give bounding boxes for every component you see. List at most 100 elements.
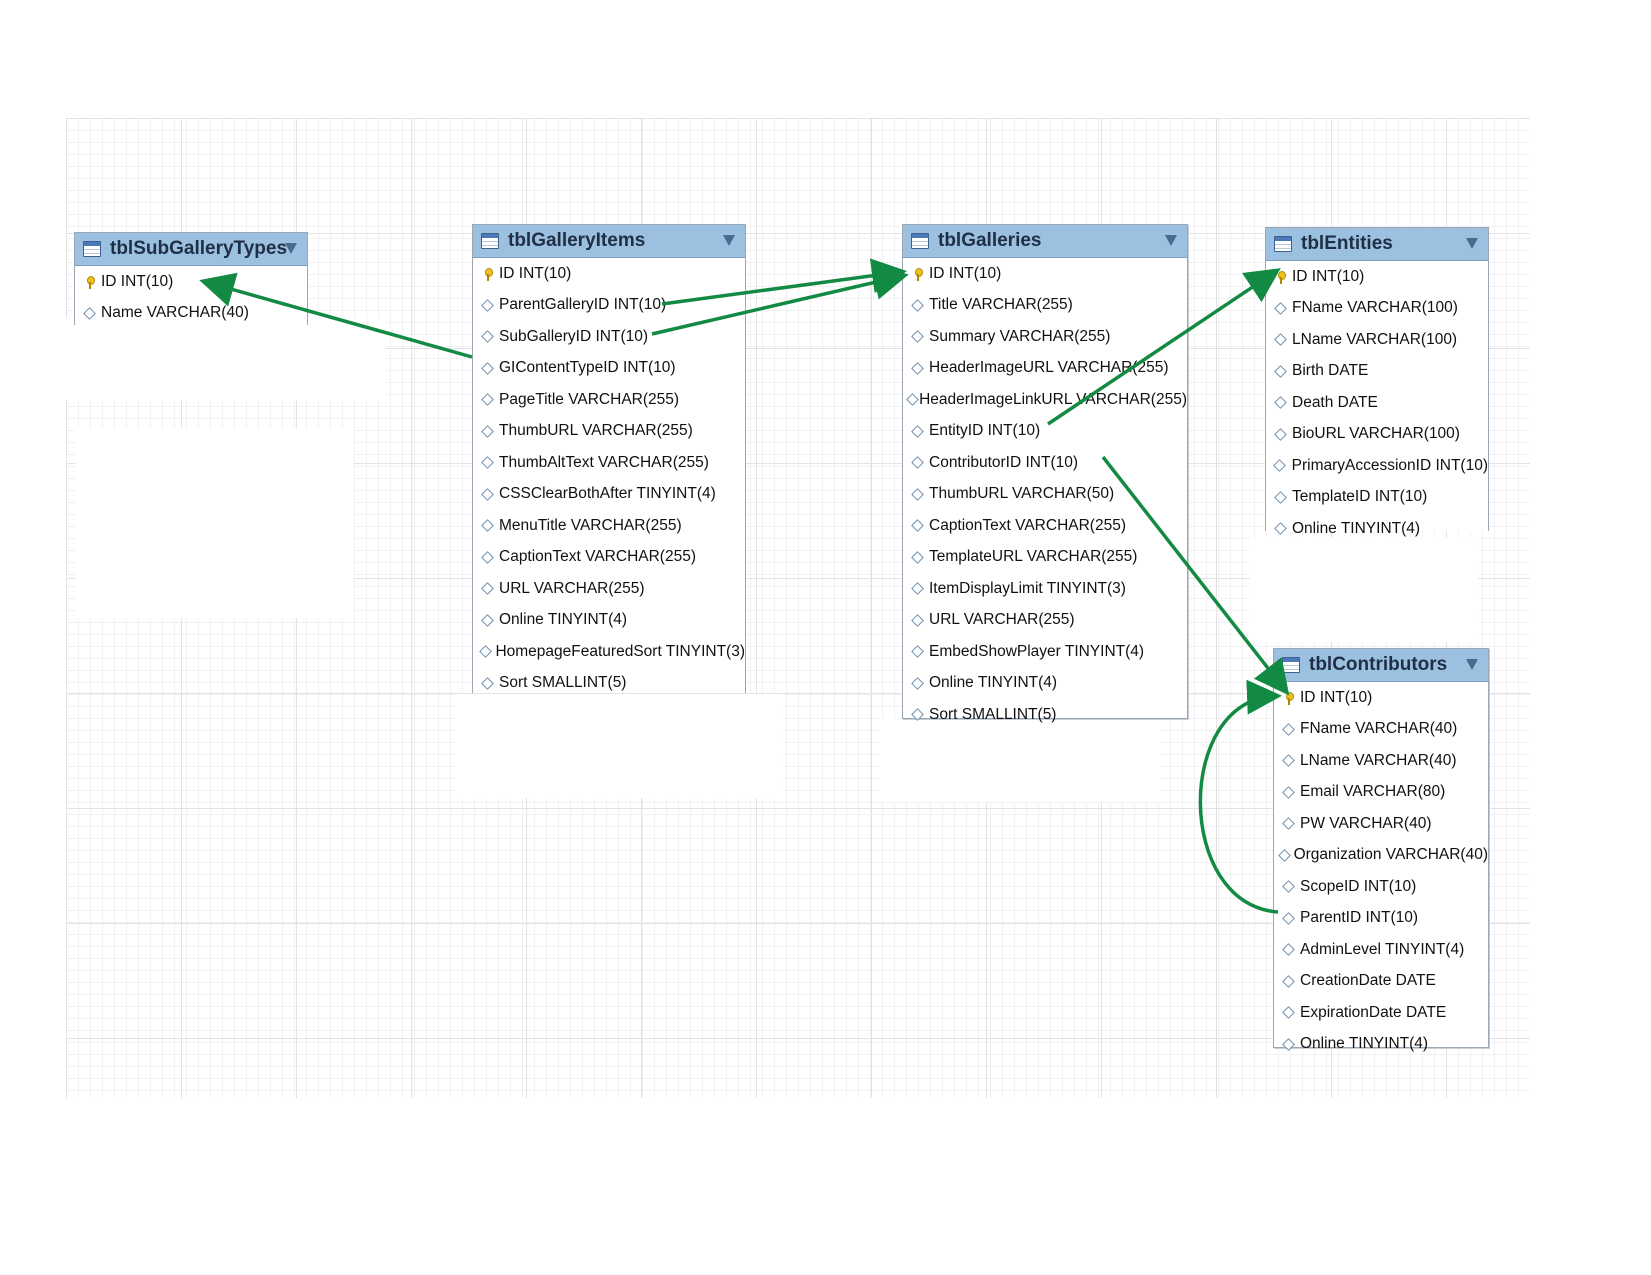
column-label: Online TINYINT(4) xyxy=(1300,1035,1429,1053)
column-diamond-icon xyxy=(477,676,497,690)
table-header[interactable]: tblContributors xyxy=(1274,649,1488,682)
column-row[interactable]: HeaderImageURL VARCHAR(255) xyxy=(903,353,1187,385)
collapse-arrow-icon[interactable] xyxy=(285,243,297,254)
primary-key-row[interactable]: ID INT(10) xyxy=(75,266,307,298)
primary-key-row[interactable]: ID INT(10) xyxy=(903,258,1187,290)
column-label: BioURL VARCHAR(100) xyxy=(1292,425,1460,443)
column-label: PW VARCHAR(40) xyxy=(1300,814,1432,832)
key-icon xyxy=(1270,270,1290,284)
column-label: EntityID INT(10) xyxy=(929,422,1041,440)
column-label: EmbedShowPlayer TINYINT(4) xyxy=(929,642,1145,660)
table-header[interactable]: tblEntities xyxy=(1266,228,1488,261)
column-diamond-icon xyxy=(907,645,927,659)
column-diamond-icon xyxy=(907,519,927,533)
column-row[interactable]: AdminLevel TINYINT(4) xyxy=(1274,934,1488,966)
column-row[interactable]: Online TINYINT(4) xyxy=(1266,513,1488,545)
column-row[interactable]: Title VARCHAR(255) xyxy=(903,290,1187,322)
column-label: ParentID INT(10) xyxy=(1300,909,1419,927)
collapse-arrow-icon[interactable] xyxy=(723,235,735,246)
column-row[interactable]: CaptionText VARCHAR(255) xyxy=(903,510,1187,542)
column-label: FName VARCHAR(40) xyxy=(1300,720,1458,738)
column-row[interactable]: LName VARCHAR(100) xyxy=(1266,324,1488,356)
column-row[interactable]: Sort SMALLINT(5) xyxy=(903,699,1187,731)
column-row[interactable]: Name VARCHAR(40) xyxy=(75,298,307,330)
column-row[interactable]: CaptionText VARCHAR(255) xyxy=(473,542,745,574)
column-row[interactable]: HeaderImageLinkURL VARCHAR(255) xyxy=(903,384,1187,416)
column-row[interactable]: FName VARCHAR(100) xyxy=(1266,293,1488,325)
table-header[interactable]: tblSubGalleryTypes xyxy=(75,233,307,266)
column-row[interactable]: Organization VARCHAR(40) xyxy=(1274,840,1488,872)
collapse-arrow-icon[interactable] xyxy=(1165,235,1177,246)
collapse-arrow-icon[interactable] xyxy=(1466,659,1478,670)
column-row[interactable]: CreationDate DATE xyxy=(1274,966,1488,998)
table-icon xyxy=(83,241,101,257)
diamond-icon xyxy=(478,645,492,659)
column-row[interactable]: Email VARCHAR(80) xyxy=(1274,777,1488,809)
column-diamond-icon xyxy=(1278,722,1298,736)
table-tblSubGalleryTypes[interactable]: tblSubGalleryTypes ID INT(10) Name VARCHAR… xyxy=(74,232,308,325)
column-row[interactable]: Online TINYINT(4) xyxy=(473,605,745,637)
table-icon xyxy=(481,233,499,249)
column-row[interactable]: ExpirationDate DATE xyxy=(1274,997,1488,1029)
diamond-icon xyxy=(910,519,924,533)
collapse-arrow-icon[interactable] xyxy=(1466,238,1478,249)
column-row[interactable]: FName VARCHAR(40) xyxy=(1274,714,1488,746)
column-row[interactable]: Summary VARCHAR(255) xyxy=(903,321,1187,353)
column-row[interactable]: GIContentTypeID INT(10) xyxy=(473,353,745,385)
column-row[interactable]: Online TINYINT(4) xyxy=(903,668,1187,700)
column-label: ScopeID INT(10) xyxy=(1300,877,1417,895)
column-row[interactable]: TemplateID INT(10) xyxy=(1266,482,1488,514)
column-row[interactable]: Sort SMALLINT(5) xyxy=(473,668,745,700)
column-row[interactable]: PW VARCHAR(40) xyxy=(1274,808,1488,840)
column-row[interactable]: URL VARCHAR(255) xyxy=(903,605,1187,637)
column-row[interactable]: LName VARCHAR(40) xyxy=(1274,745,1488,777)
column-row[interactable]: URL VARCHAR(255) xyxy=(473,573,745,605)
primary-key-row[interactable]: ID INT(10) xyxy=(473,258,745,290)
column-diamond-icon xyxy=(907,487,927,501)
table-tblEntities[interactable]: tblEntities ID INT(10)FName VARCHAR(100)L… xyxy=(1265,227,1489,537)
column-diamond-icon xyxy=(477,613,497,627)
column-row[interactable]: ParentGalleryID INT(10) xyxy=(473,290,745,322)
column-label: Online TINYINT(4) xyxy=(929,674,1058,692)
column-label: HeaderImageLinkURL VARCHAR(255) xyxy=(919,390,1187,408)
column-row[interactable]: HomepageFeaturedSort TINYINT(3) xyxy=(473,636,745,668)
diamond-icon xyxy=(910,298,924,312)
column-label: Birth DATE xyxy=(1292,362,1369,380)
column-row[interactable]: TemplateURL VARCHAR(255) xyxy=(903,542,1187,574)
column-row[interactable]: ParentID INT(10) xyxy=(1274,903,1488,935)
column-row[interactable]: Birth DATE xyxy=(1266,356,1488,388)
column-row[interactable]: EntityID INT(10) xyxy=(903,416,1187,448)
table-header[interactable]: tblGalleryItems xyxy=(473,225,745,258)
column-label: Name VARCHAR(40) xyxy=(101,304,249,322)
column-row[interactable]: ItemDisplayLimit TINYINT(3) xyxy=(903,573,1187,605)
column-row[interactable]: SubGalleryID INT(10) xyxy=(473,321,745,353)
column-row[interactable]: Death DATE xyxy=(1266,387,1488,419)
column-label: URL VARCHAR(255) xyxy=(929,611,1075,629)
column-row[interactable]: ScopeID INT(10) xyxy=(1274,871,1488,903)
column-row[interactable]: Online TINYINT(4) xyxy=(1274,1029,1488,1061)
table-name: tblSubGalleryTypes xyxy=(110,238,288,259)
column-row[interactable]: PageTitle VARCHAR(255) xyxy=(473,384,745,416)
diamond-icon xyxy=(1281,722,1295,736)
key-icon xyxy=(1278,691,1298,705)
column-row[interactable]: CSSClearBothAfter TINYINT(4) xyxy=(473,479,745,511)
column-label: PageTitle VARCHAR(255) xyxy=(499,390,680,408)
key-icon xyxy=(914,267,923,281)
column-row[interactable]: ThumbAltText VARCHAR(255) xyxy=(473,447,745,479)
table-header[interactable]: tblGalleries xyxy=(903,225,1187,258)
column-row[interactable]: PrimaryAccessionID INT(10) xyxy=(1266,450,1488,482)
column-row[interactable]: EmbedShowPlayer TINYINT(4) xyxy=(903,636,1187,668)
primary-key-row[interactable]: ID INT(10) xyxy=(1274,682,1488,714)
diamond-icon xyxy=(1273,459,1287,473)
table-name: tblEntities xyxy=(1301,233,1393,254)
column-row[interactable]: ContributorID INT(10) xyxy=(903,447,1187,479)
column-row[interactable]: ThumbURL VARCHAR(255) xyxy=(473,416,745,448)
column-row[interactable]: MenuTitle VARCHAR(255) xyxy=(473,510,745,542)
column-row[interactable]: ThumbURL VARCHAR(50) xyxy=(903,479,1187,511)
diamond-icon xyxy=(910,487,924,501)
column-row[interactable]: BioURL VARCHAR(100) xyxy=(1266,419,1488,451)
primary-key-row[interactable]: ID INT(10) xyxy=(1266,261,1488,293)
